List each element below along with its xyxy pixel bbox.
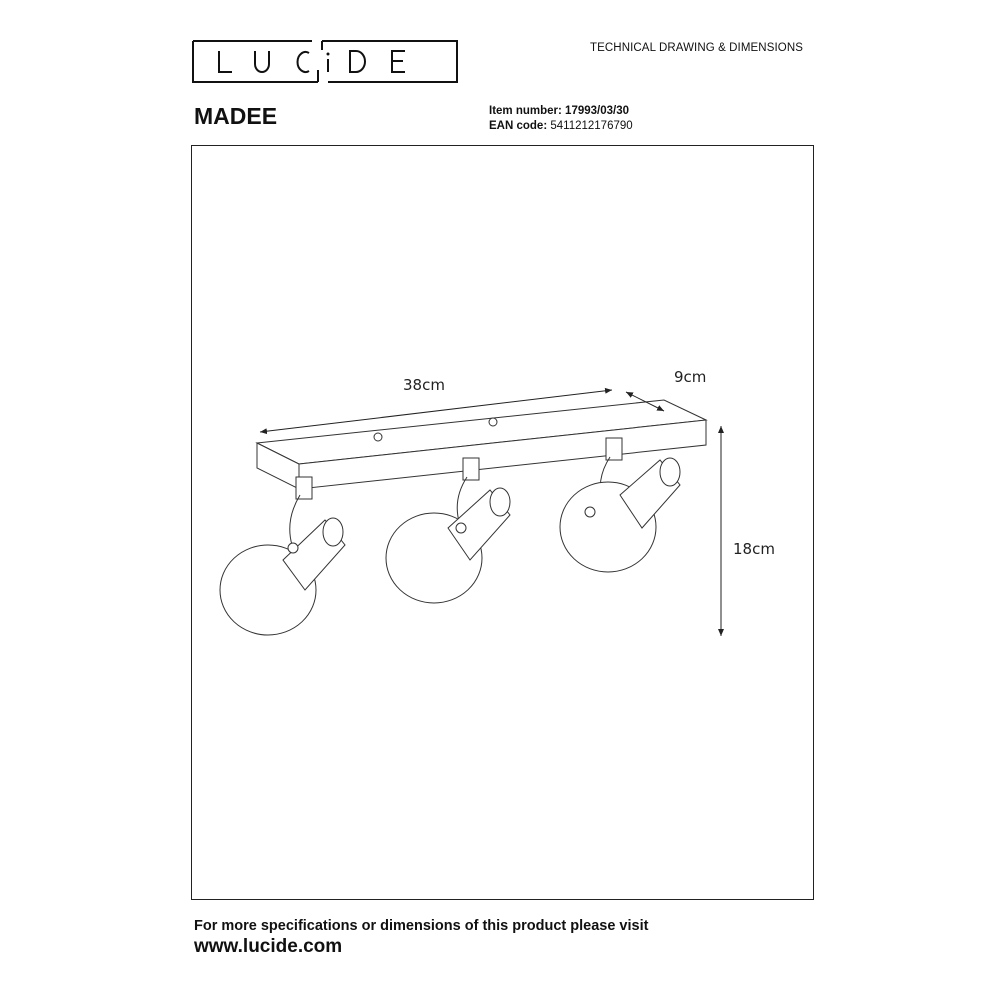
product-codes: Item number: 17993/03/30 EAN code: 54112… xyxy=(489,104,633,134)
website-link[interactable]: www.lucide.com xyxy=(194,936,343,957)
lucide-logo xyxy=(192,40,458,83)
drawing-frame xyxy=(191,145,814,900)
depth-dimension-line xyxy=(625,391,665,412)
ean-label: EAN code: xyxy=(489,120,548,132)
mounting-bar xyxy=(255,399,708,490)
item-number-value: 17993/03/30 xyxy=(565,105,629,117)
spotlight-2 xyxy=(385,457,511,604)
length-dimension-line xyxy=(259,387,613,435)
item-number-label: Item number: xyxy=(489,105,562,117)
ean-code: EAN code: 5411212176790 xyxy=(489,119,633,134)
footer-note: For more specifications or dimensions of… xyxy=(194,918,649,934)
item-number: Item number: 17993/03/30 xyxy=(489,104,633,119)
height-label: 18cm xyxy=(733,540,775,558)
length-label: 38cm xyxy=(403,376,445,394)
spotlight-1 xyxy=(219,476,346,636)
spotlight-3 xyxy=(559,437,681,573)
product-name: MADEE xyxy=(194,103,278,129)
depth-label: 9cm xyxy=(674,368,706,386)
ean-value: 5411212176790 xyxy=(550,120,633,132)
document-type: TECHNICAL DRAWING & DIMENSIONS xyxy=(590,42,803,54)
